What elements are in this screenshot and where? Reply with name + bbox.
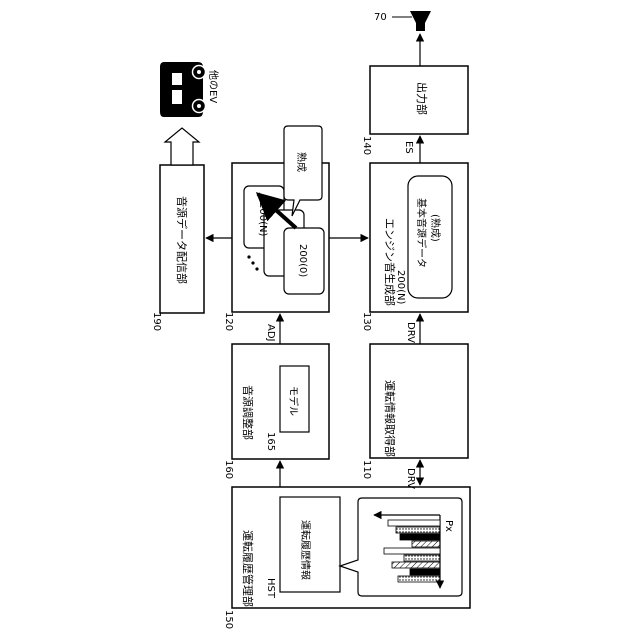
speaker-ref: 70: [374, 12, 387, 23]
base-sound-data-ref: 200(N): [395, 270, 406, 304]
aging-balloon-label: 熟成: [295, 152, 308, 172]
history-manager-block: 運転履歴管理部 150 運転履歴情報 HST Px: [223, 487, 470, 629]
hst-ref: HST: [265, 578, 276, 599]
sound-adjuster-ref: 160: [223, 460, 234, 479]
base-sound-data-line2: (熟成): [429, 214, 442, 242]
distributor-title: 音源データ配信部: [175, 196, 189, 284]
base-sound-data-line1: 基本音源データ: [415, 198, 428, 268]
upload-arrow: [165, 128, 199, 165]
es-signal-label: ES: [403, 141, 414, 154]
source-data-ref: 120: [223, 312, 234, 331]
ellipsis-dot: [255, 267, 258, 270]
drv-upper-label: DRV: [405, 322, 416, 343]
engine-generator-title: エンジン音生成部: [383, 218, 397, 306]
distributor-block: 音源データ配信部 190: [151, 165, 204, 331]
other-ev-car-icon: [160, 62, 206, 117]
model-label: モデル: [287, 386, 300, 416]
source-data-block: 120 200(N) 200(0) 熟成: [223, 126, 329, 331]
engine-generator-block: エンジン音生成部 130 基本音源データ (熟成) 200(N): [361, 163, 468, 331]
drive-info-title: 運転情報取得部: [383, 380, 397, 457]
drive-info-ref: 110: [361, 460, 372, 479]
history-manager-ref: 150: [223, 610, 234, 629]
drv-lower-label: DRV: [405, 468, 416, 489]
speaker-icon: 70: [374, 11, 431, 31]
card-200-n-label: 200(N): [257, 202, 268, 236]
output-title: 出力部: [415, 82, 429, 115]
ellipsis-dot: [247, 255, 250, 258]
history-info-label: 運転履歴情報: [299, 520, 312, 580]
drive-info-block: 運転情報取得部 110: [361, 344, 468, 479]
other-ev-label: 他のEV: [207, 70, 220, 103]
model-ref: 165: [265, 432, 276, 451]
card-200-0-label: 200(0): [297, 244, 308, 277]
sound-adjuster-block: 音源調整部 160 モデル 165: [223, 344, 329, 479]
adj-signal-label: ADJ: [265, 324, 276, 342]
output-ref: 140: [361, 136, 372, 155]
ellipsis-dot: [251, 261, 254, 264]
history-manager-title: 運転履歴管理部: [241, 530, 255, 607]
distributor-ref: 190: [151, 312, 162, 331]
px-axis-label: Px: [443, 520, 454, 532]
sound-adjuster-title: 音源調整部: [241, 385, 255, 440]
engine-generator-ref: 130: [361, 312, 372, 331]
